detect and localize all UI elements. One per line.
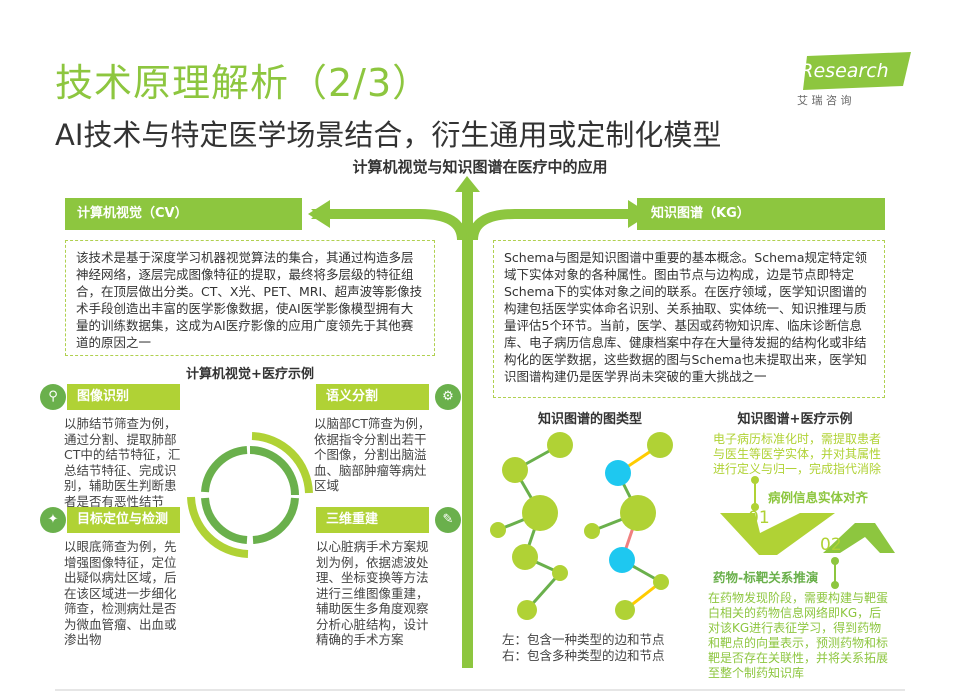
cv-example-title: 图像识别 [67,384,180,410]
cv-example-text: 以心脏病手术方案规划为例，依据滤波处理、坐标变换等方法进行三维图像重建，辅助医生… [316,539,429,647]
logo-shape-icon [803,52,911,90]
cv-example-title: 语义分割 [316,384,429,410]
graph-node-cyan [609,547,635,573]
graph-caption-left: 左：包含一种类型的边和节点 [502,632,665,647]
graph-node [653,574,669,590]
graph-node [615,600,635,620]
graph-node-cyan [605,460,631,486]
kg-description: Schema与图是知识图谱中重要的基本概念。Schema规定特定领域下实体对象的… [493,240,885,398]
graph-node [522,495,558,531]
graph-node [512,544,538,570]
lightbulb-icon: ✦ [40,507,66,533]
right-branch [468,209,637,241]
gear-icon: ⚙ [435,384,461,410]
trunk-arrow-up-icon [455,176,480,668]
kg-label-bar: 知识图谱（KG） [637,198,885,230]
kg-examples-heading: 知识图谱+医疗示例 [737,412,853,427]
page-title: 技术原理解析（2/3） [55,61,432,105]
graph-caption-right: 右：包含多种类型的边和节点 [502,648,665,663]
graph-types-heading: 知识图谱的图类型 [537,412,642,427]
cv-example-title: 三维重建 [316,507,429,533]
kg-example1-text: 电子病历标准化时，需提取患者与医生等医学实体，并对其属性进行定义与归一，完成指代… [713,432,882,476]
graph-node [620,495,656,531]
kg-steps-graphic [720,476,895,589]
search-icon: ⚲ [40,384,66,410]
cv-example-title: 目标定位与检测 [67,507,180,533]
cv-description: 该技术是基于深度学习机器视觉算法的集合，其通过构造多层神经网络，逐层完成图像特征… [65,240,435,356]
logo-brand: iResearch [795,60,889,82]
kg-example2-text: 在药物发现阶段，需要构建与靶蛋白相关的药物信息网络即KG，后对该KG进行表征学习… [708,591,889,680]
kg-example1-title: 病例信息实体对齐 [768,490,869,505]
step1-chevron-down [720,513,835,555]
cv-ring-graphic [187,432,313,558]
cv-label-bar: 计算机视觉（CV） [65,198,302,230]
cv-example-text: 以脑部CT筛查为例，依据指令分割出若干个图像，分割出脑溢血、脑部肿瘤等病灶区域 [314,416,431,493]
page-subtitle: AI技术与特定医学场景结合，衍生通用或定制化模型 [55,118,722,152]
kg-example2-title: 药物-标靶关系推演 [713,570,819,585]
iresearch-logo: iResearch 艾 瑞 咨 询 [795,52,915,112]
cv-examples-heading: 计算机视觉+医疗示例 [186,367,314,382]
graph-types-graphic [490,432,673,620]
left-arrowhead-icon [308,200,330,228]
graph-node [647,432,673,458]
pencil-icon: ✎ [435,507,461,533]
graph-node [584,523,600,539]
step2-chevron-up [823,523,895,553]
graph-node [547,432,573,458]
graph-node [490,522,506,538]
logo-cn: 艾 瑞 咨 询 [797,94,852,107]
left-branch [300,209,467,241]
graph-node [517,600,537,620]
center-heading: 计算机视觉与知识图谱在医疗中的应用 [352,158,608,176]
graph-node [552,565,568,581]
graph-node [502,457,528,483]
kg-example2-number: 02 [820,535,842,555]
cv-example-text: 以眼底筛查为例，先增强图像特征，定位出疑似病灶区域，后在该区域进一步细化筛查，检… [64,539,177,647]
kg-example1-number: 01 [748,508,770,528]
cv-example-text: 以肺结节筛查为例，通过分割、提取肺部CT中的结节特征，汇总结节特征、完成识别，辅… [64,416,181,509]
